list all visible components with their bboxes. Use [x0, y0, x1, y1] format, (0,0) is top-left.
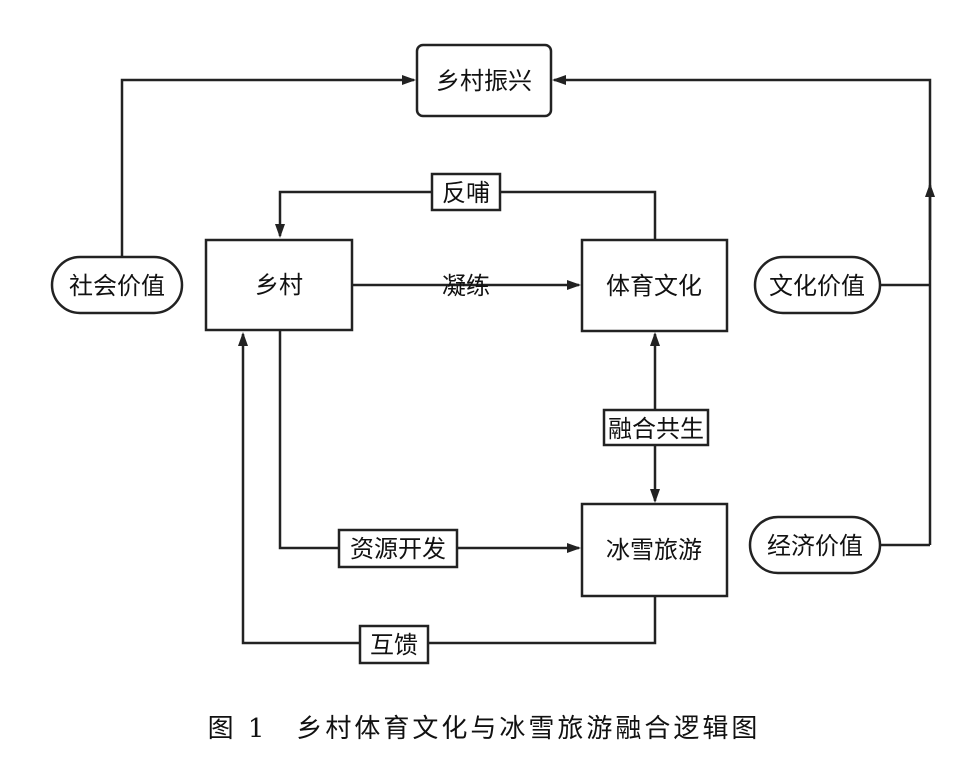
node-economic-value: 经济价值: [748, 515, 882, 575]
social-to-revival-line: [120, 75, 416, 257]
node-rural: 乡村: [204, 238, 354, 332]
svg-text:互馈: 互馈: [370, 631, 418, 659]
resource-dev-line: [278, 330, 581, 553]
svg-text:经济价值: 经济价值: [767, 532, 863, 560]
svg-text:乡村: 乡村: [255, 271, 303, 299]
svg-text:冰雪旅游: 冰雪旅游: [606, 536, 702, 564]
edge-label-feedback: 反哺: [430, 172, 502, 212]
node-rural-revival: 乡村振兴: [415, 43, 553, 118]
node-sports-culture: 体育文化: [580, 238, 729, 333]
node-ice-snow-tourism: 冰雪旅游: [580, 502, 729, 598]
figure-caption: 图 1 乡村体育文化与冰雪旅游融合逻辑图: [208, 714, 761, 744]
mutual-feed-line: [238, 332, 657, 645]
edge-label-symbiosis: 融合共生: [602, 408, 710, 447]
svg-text:反哺: 反哺: [442, 179, 490, 207]
edge-label-refine: 凝练: [442, 272, 490, 300]
svg-text:体育文化: 体育文化: [606, 272, 702, 300]
svg-text:资源开发: 资源开发: [350, 535, 446, 563]
svg-text:社会价值: 社会价值: [69, 272, 165, 300]
svg-text:凝练: 凝练: [442, 272, 490, 300]
node-cultural-value: 文化价值: [753, 255, 882, 315]
values-to-revival-line: [552, 75, 932, 545]
edge-label-mutual-feed: 互馈: [358, 624, 430, 665]
svg-text:乡村振兴: 乡村振兴: [436, 67, 532, 95]
svg-text:文化价值: 文化价值: [769, 272, 865, 300]
svg-text:融合共生: 融合共生: [608, 415, 704, 443]
edge-label-resource-dev: 资源开发: [337, 528, 459, 569]
node-social-value: 社会价值: [50, 255, 184, 315]
